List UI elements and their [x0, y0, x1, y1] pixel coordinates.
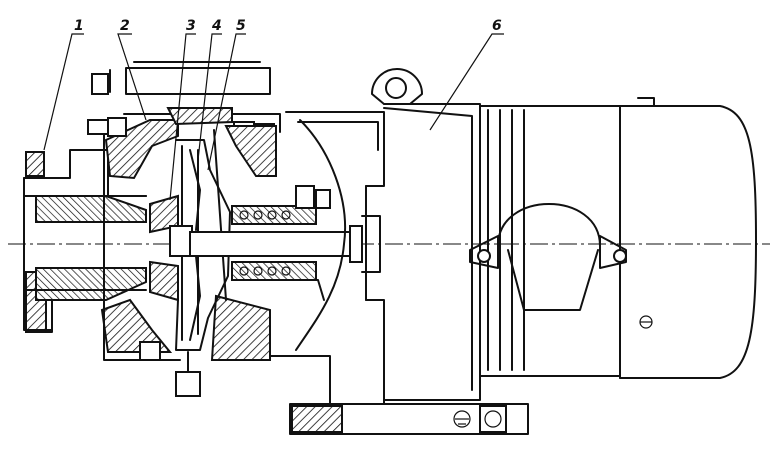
label-part-6: 6 — [492, 18, 502, 34]
base-frame — [289, 403, 529, 435]
terminal-box — [469, 203, 627, 311]
rear-casing — [210, 125, 331, 409]
lifting-eye — [371, 68, 423, 105]
label-part-2: 2 — [120, 18, 130, 34]
label-part-1: 1 — [74, 18, 84, 34]
suction-flange — [23, 149, 147, 333]
impeller — [149, 139, 231, 351]
adapter-bracket — [285, 111, 385, 405]
shaft-seal — [231, 185, 331, 301]
leader-lines — [43, 33, 504, 201]
label-part-4: 4 — [211, 18, 222, 34]
label-part-3: 3 — [186, 18, 196, 34]
electric-motor — [383, 97, 757, 401]
shaft — [189, 215, 381, 273]
label-part-5: 5 — [236, 18, 246, 34]
